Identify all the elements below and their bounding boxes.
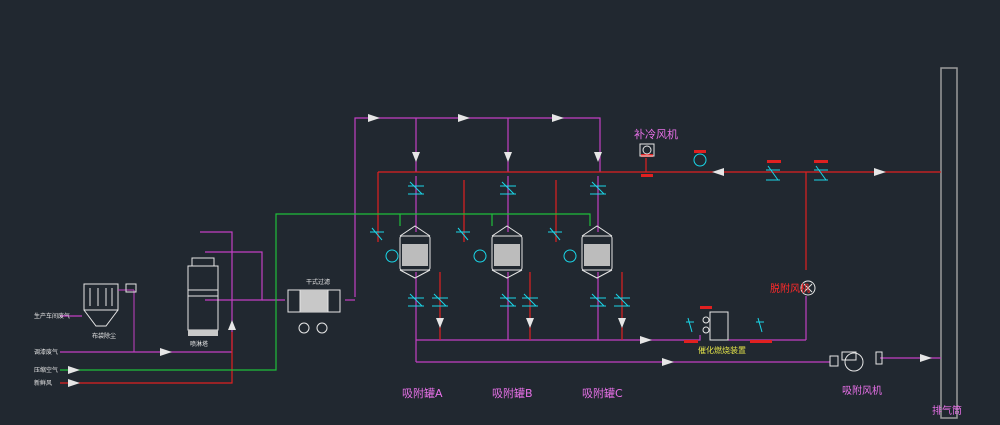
cooling-fan [639, 143, 655, 157]
label-inlet-1: 生产车间废气 [34, 312, 70, 320]
bag-filter [83, 283, 135, 352]
label-tower-b: 吸附罐B [492, 386, 533, 400]
red-markers [641, 150, 828, 343]
text-labels: 补冷风机 脱附风机 吸附风机 排气筒 催化燃烧装置 吸附罐A 吸附罐B 吸附罐C… [34, 127, 962, 417]
spray-tower [187, 257, 219, 336]
red-header-line [60, 158, 941, 384]
label-dry-filter: 干式过滤 [306, 278, 330, 286]
green-line [60, 213, 591, 371]
label-tower-c: 吸附罐C [582, 386, 623, 400]
label-adsorption-fan: 吸附风机 [842, 384, 882, 397]
exhaust-stack [940, 67, 958, 419]
label-inlet-2: 调漆废气 [34, 348, 58, 356]
catalytic-combustion-unit [702, 311, 729, 341]
label-desorption-fan: 脱附风机 [770, 282, 810, 295]
label-cooling-fan: 补冷风机 [634, 127, 678, 141]
adsorption-fan [829, 351, 883, 372]
label-exhaust-stack: 排气筒 [932, 404, 962, 417]
label-inlet-4: 新鲜风 [34, 379, 52, 387]
adsorption-tower-b [491, 225, 523, 279]
label-tower-a: 吸附罐A [402, 386, 443, 400]
dry-filter-box [287, 289, 341, 334]
adsorption-tower-a [399, 225, 431, 279]
purple-header-line [60, 117, 941, 363]
filter-pump-icon [125, 283, 137, 293]
desorption-fan [800, 280, 816, 296]
valves [370, 153, 828, 333]
label-filter-unit: 布袋除尘 [92, 332, 116, 340]
flow-arrows [68, 114, 932, 387]
label-catalytic-unit: 催化燃烧装置 [698, 345, 746, 355]
label-spray-tower: 喷淋塔 [190, 340, 208, 348]
adsorption-tower-c [581, 225, 613, 279]
label-inlet-3: 压缩空气 [34, 366, 58, 374]
